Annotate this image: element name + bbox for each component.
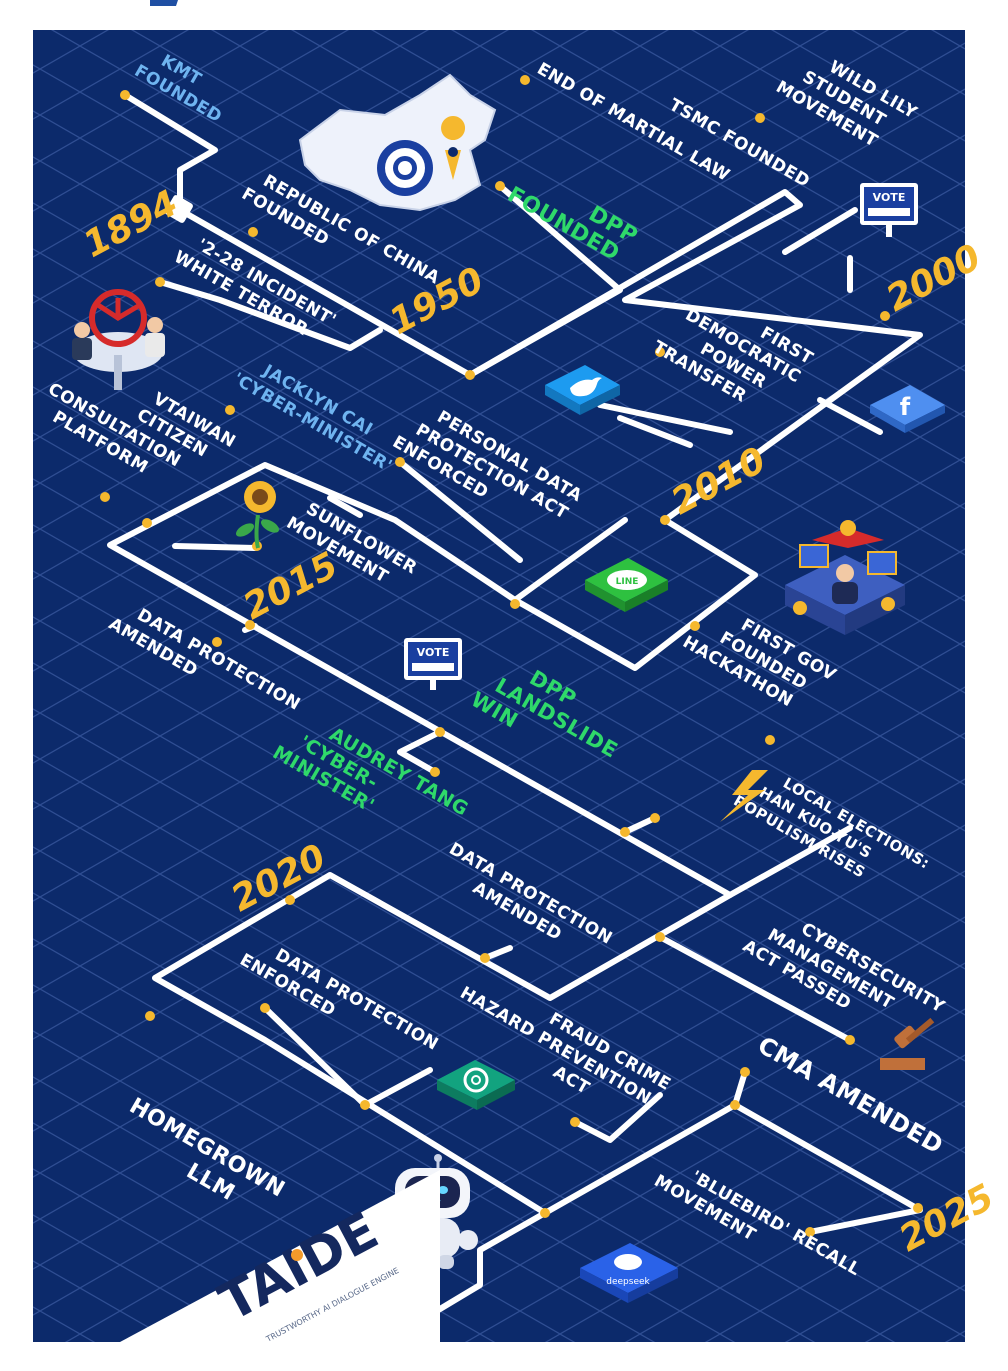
dot-wildlily xyxy=(755,113,765,123)
dot-bluebird xyxy=(805,1227,815,1237)
dot-dataamend2 xyxy=(480,953,490,963)
dot-llm xyxy=(540,1208,550,1218)
dot-cma-link xyxy=(730,1100,740,1110)
chatgpt-icon xyxy=(437,1060,515,1110)
dot-228 xyxy=(155,277,165,287)
svg-text:f: f xyxy=(900,393,911,421)
dot-firstdem xyxy=(655,347,665,357)
dot-pdpa xyxy=(395,457,405,467)
dot-cyberact-link xyxy=(655,932,665,942)
svg-text:VOTE: VOTE xyxy=(417,646,450,659)
dot-local xyxy=(620,827,630,837)
dot-dataenforced xyxy=(260,1003,270,1013)
dot-dataamend1 xyxy=(212,637,222,647)
top-title-fragment xyxy=(150,0,178,6)
gavel-icon xyxy=(880,1017,935,1070)
dot-cma xyxy=(740,1067,750,1077)
dot-vtaiwan xyxy=(100,492,110,502)
dot-local-2 xyxy=(650,813,660,823)
dot-2020 xyxy=(285,895,295,905)
svg-text:LINE: LINE xyxy=(616,577,639,587)
dot-roc xyxy=(248,227,258,237)
dot-jacklyn xyxy=(225,405,235,415)
dot-fraud xyxy=(570,1117,580,1127)
dot-2020-left xyxy=(145,1011,155,1021)
svg-text:deepseek: deepseek xyxy=(606,1277,650,1287)
line-icon: LINE xyxy=(585,558,668,612)
dot-kmt xyxy=(120,90,130,100)
dot-hackathon xyxy=(765,735,775,745)
dot-vtaiwan-link xyxy=(142,518,152,528)
dot-1950 xyxy=(465,370,475,380)
vote-board-icon: VOTE xyxy=(860,183,918,237)
dot-audrey xyxy=(430,767,440,777)
deepseek-icon: deepseek xyxy=(580,1243,678,1303)
lightning-icon xyxy=(720,770,768,822)
meeting-icon xyxy=(72,289,165,390)
dot-cyberact xyxy=(845,1035,855,1045)
facebook-icon: f xyxy=(870,385,945,433)
hackathon-icon xyxy=(785,520,905,635)
dot-pdpa-link xyxy=(510,599,520,609)
event-dots xyxy=(100,75,923,1317)
vote-board-icon-2: VOTE xyxy=(404,638,462,690)
dot-landslide xyxy=(435,727,445,737)
dot-hackathon-link xyxy=(690,621,700,631)
dot-2010 xyxy=(660,515,670,525)
sunflower-icon xyxy=(235,481,280,549)
twitter-icon xyxy=(545,365,620,415)
dot-martial xyxy=(520,75,530,85)
dot-2025 xyxy=(913,1203,923,1213)
origin-node xyxy=(165,195,193,223)
dot-dpp xyxy=(495,181,505,191)
dot-openai xyxy=(360,1100,370,1110)
dot-2000 xyxy=(880,311,890,321)
grid-overlay xyxy=(33,30,965,1342)
top-margin xyxy=(0,0,1008,8)
roc-map-icon xyxy=(298,73,497,212)
svg-text:VOTE: VOTE xyxy=(873,191,906,204)
dot-2015 xyxy=(245,620,255,630)
